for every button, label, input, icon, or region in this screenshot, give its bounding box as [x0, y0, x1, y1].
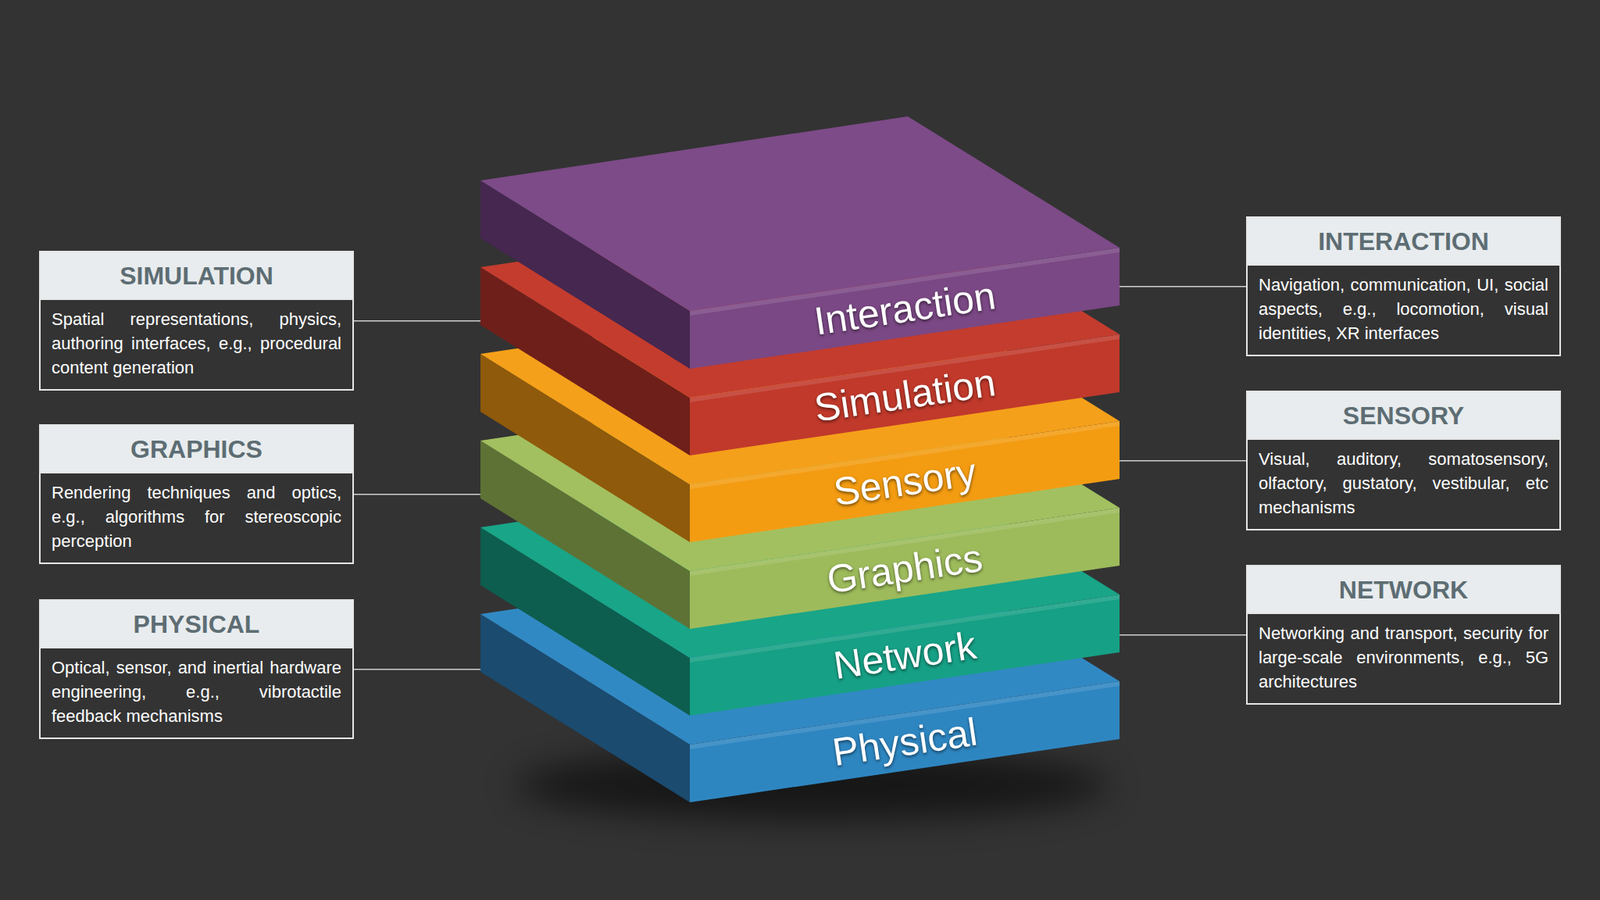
leader-line	[353, 668, 481, 671]
leader-line	[1119, 285, 1247, 288]
callout-box: GRAPHICSRendering techniques and optics,…	[39, 424, 354, 565]
leader-line	[1119, 460, 1247, 462]
slab-top	[480, 289, 1120, 485]
callout-box: SENSORYVisual, auditory, somatosensory, …	[1246, 390, 1561, 531]
callout-heading: INTERACTION	[1247, 217, 1560, 266]
callout-body: Rendering techniques and optics, e.g., a…	[40, 473, 353, 563]
callout-heading: SENSORY	[1247, 392, 1560, 440]
callout-box: INTERACTIONNavigation, communication, UI…	[1246, 216, 1561, 357]
callout-box: NETWORKNetworking and transport, securit…	[1246, 564, 1561, 705]
callout-body: Navigation, communication, UI, social as…	[1247, 265, 1560, 355]
slab-shape	[480, 116, 1120, 369]
callout-body: Spatial representations, physics, author…	[40, 300, 353, 390]
leader-line	[1119, 634, 1247, 636]
callout-heading: PHYSICAL	[40, 600, 353, 649]
slab-top	[480, 203, 1120, 398]
callout-heading: SIMULATION	[40, 252, 353, 300]
leader-line	[353, 320, 481, 322]
callout-body: Visual, auditory, somatosensory, olfacto…	[1247, 439, 1560, 529]
slab-top	[480, 550, 1120, 745]
callout-heading: NETWORK	[1247, 566, 1560, 615]
slab-top	[480, 376, 1120, 572]
layer-slab: Interaction	[480, 116, 1120, 369]
callout-box: PHYSICALOptical, sensor, and inertial ha…	[39, 599, 354, 740]
callout-heading: GRAPHICS	[40, 425, 353, 474]
leader-line	[353, 493, 481, 496]
callout-body: Optical, sensor, and inertial hardware e…	[40, 648, 353, 738]
callout-box: SIMULATIONSpatial representations, physi…	[39, 250, 354, 391]
callout-body: Networking and transport, security for l…	[1247, 614, 1560, 704]
slab-top	[480, 463, 1120, 658]
slab-top	[480, 116, 1120, 311]
